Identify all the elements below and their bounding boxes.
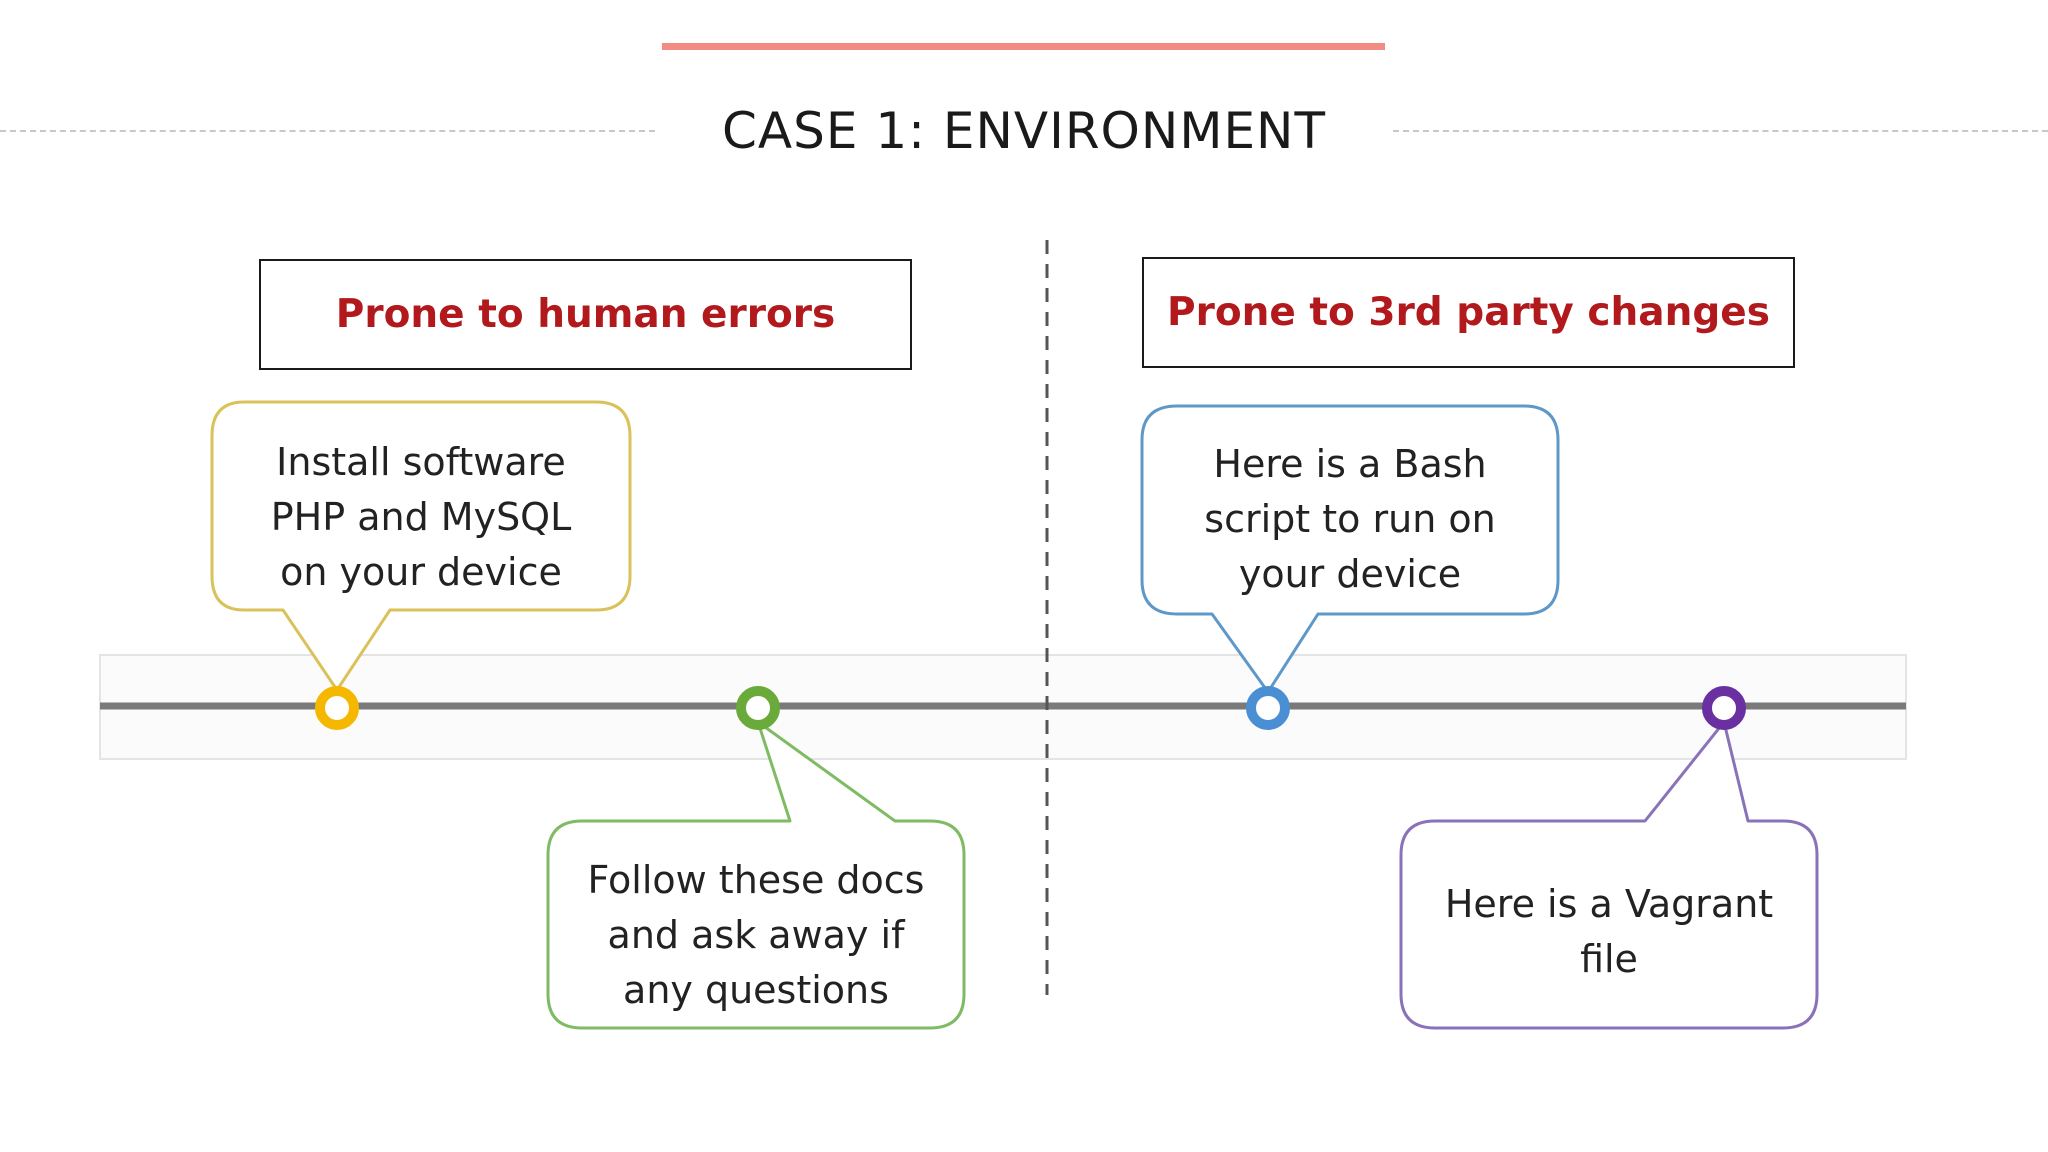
callout-line: and ask away if (607, 913, 905, 957)
page-title: CASE 1: ENVIRONMENT (721, 102, 1326, 160)
callout-line: your device (1238, 552, 1462, 596)
timeline-marker-docs (736, 686, 780, 730)
callout-text-docs: Follow these docs and ask away if any qu… (548, 853, 964, 1018)
callout-line: Here is a Vagrant (1444, 882, 1774, 926)
callout-line: any questions (623, 968, 889, 1012)
callout-line: Here is a Bash (1213, 442, 1487, 486)
header-rule-right (1393, 130, 2048, 132)
callout-bubble-docs (546, 720, 966, 1030)
right-category-label: Prone to 3rd party changes (1142, 257, 1795, 368)
title-accent-bar (662, 43, 1385, 50)
callout-bubble-install (210, 400, 632, 692)
left-category-label: Prone to human errors (259, 259, 912, 370)
callout-line: Follow these docs (587, 858, 925, 902)
callout-text-bash: Here is a Bash script to run on your dev… (1142, 437, 1558, 602)
timeline-marker-vagrant (1702, 686, 1746, 730)
timeline-marker-bash (1246, 686, 1290, 730)
callout-text-vagrant: Here is a Vagrant file (1401, 877, 1817, 987)
callout-line: on your device (280, 550, 562, 594)
timeline-marker-install (315, 686, 359, 730)
header-rule-left (0, 130, 655, 132)
callout-bubble-bash (1140, 404, 1560, 694)
callout-line: file (1580, 937, 1638, 981)
callout-line: script to run on (1204, 497, 1496, 541)
callout-bubble-vagrant (1399, 720, 1819, 1030)
callout-line: Install software (276, 440, 566, 484)
callout-line: PHP and MySQL (270, 495, 572, 539)
callout-text-install: Install software PHP and MySQL on your d… (212, 435, 630, 600)
